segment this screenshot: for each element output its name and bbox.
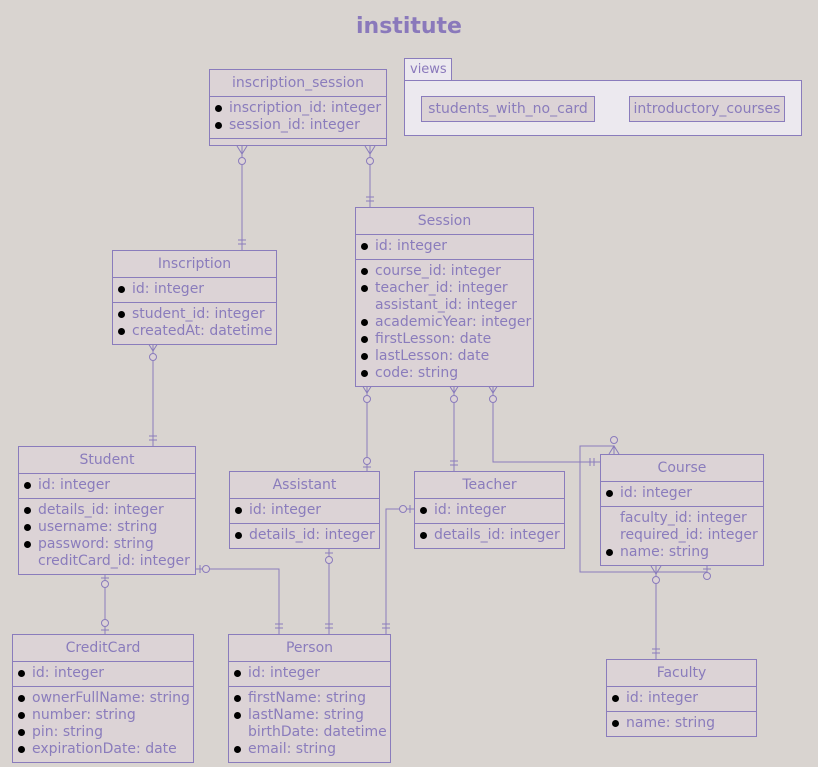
entity-name: Person: [285, 640, 334, 656]
entity-inscription: Inscription id: integer student_id: inte…: [112, 250, 277, 345]
entity-inscription-session: inscription_session inscription_id: inte…: [209, 69, 387, 146]
field: academicYear: integer: [356, 314, 533, 331]
rel-teacher-person: [385, 508, 414, 634]
rel-course-required: [579, 445, 708, 573]
entity-teacher: Teacher id: integer details_id: integer: [414, 471, 565, 549]
field: session_id: integer: [210, 117, 386, 134]
entity-student: Student id: integer details_id: integer …: [18, 446, 196, 575]
optional-circle: [610, 436, 618, 444]
optional-circle: [489, 395, 497, 403]
field: assistant_id: integer: [375, 297, 517, 313]
field: birthDate: datetime: [248, 724, 387, 740]
crow-foot: [448, 384, 460, 394]
view-introductory-courses: introductory_courses: [629, 96, 785, 122]
field: faculty_id: integer: [620, 510, 747, 526]
field: pin: string: [13, 724, 193, 741]
field: firstName: string: [229, 690, 390, 707]
optional-circle: [703, 572, 711, 580]
field: createdAt: datetime: [113, 323, 276, 340]
field: name: string: [601, 544, 763, 561]
field: lastLesson: date: [356, 348, 533, 365]
entity-name: Course: [657, 460, 707, 476]
field: code: string: [356, 365, 533, 382]
field: id: integer: [113, 281, 276, 298]
entity-name: CreditCard: [65, 640, 141, 656]
field: id: integer: [415, 502, 564, 519]
crow-foot: [236, 145, 248, 155]
optional-circle: [101, 619, 109, 627]
field: inscription_id: integer: [210, 100, 386, 117]
entity-assistant: Assistant id: integer details_id: intege…: [229, 471, 380, 549]
field: details_id: integer: [19, 502, 195, 519]
field: details_id: integer: [230, 527, 379, 544]
optional-circle: [399, 505, 407, 513]
entity-person: Person id: integer firstName: string las…: [228, 634, 391, 763]
field: firstLesson: date: [356, 331, 533, 348]
field: name: string: [607, 715, 756, 732]
optional-circle: [363, 395, 371, 403]
field: id: integer: [607, 690, 756, 707]
field: username: string: [19, 519, 195, 536]
field: ownerFullName: string: [13, 690, 193, 707]
optional-circle: [238, 157, 246, 165]
field: id: integer: [19, 477, 195, 494]
entity-session: Session id: integer course_id: integer t…: [355, 207, 534, 387]
crow-foot: [650, 565, 662, 575]
field: teacher_id: integer: [356, 280, 533, 297]
entity-name: Teacher: [462, 477, 517, 493]
field: number: string: [13, 707, 193, 724]
entity-name: Faculty: [656, 665, 707, 681]
optional-circle: [450, 395, 458, 403]
rel-session-course: [492, 385, 600, 463]
entity-course: Course id: integer faculty_id: integer r…: [600, 454, 764, 566]
field: required_id: integer: [620, 527, 758, 543]
field: id: integer: [13, 665, 193, 682]
optional-circle: [202, 565, 210, 573]
optional-circle: [325, 556, 333, 564]
optional-circle: [363, 457, 371, 465]
optional-circle: [149, 353, 157, 361]
optional-circle: [652, 576, 660, 584]
entity-creditcard: CreditCard id: integer ownerFullName: st…: [12, 634, 194, 763]
field: id: integer: [229, 665, 390, 682]
entity-name: Student: [79, 452, 135, 468]
field: expirationDate: date: [13, 741, 193, 758]
diagram-title: institute: [356, 14, 462, 39]
entity-name: Inscription: [157, 256, 232, 272]
optional-circle: [101, 580, 109, 588]
field: password: string: [19, 536, 195, 553]
field: id: integer: [601, 485, 763, 502]
entity-faculty: Faculty id: integer name: string: [606, 659, 757, 737]
optional-circle: [366, 157, 374, 165]
entity-name: Session: [417, 213, 472, 229]
crow-foot: [361, 384, 373, 394]
entity-name: inscription_session: [232, 75, 364, 91]
rel-student-person: [196, 568, 280, 634]
field: course_id: integer: [356, 263, 533, 280]
field: student_id: integer: [113, 306, 276, 323]
field: email: string: [229, 741, 390, 758]
field: lastName: string: [229, 707, 390, 724]
entity-name: Assistant: [272, 477, 337, 493]
crow-foot: [487, 384, 499, 394]
views-package-label: views: [404, 58, 452, 80]
field: details_id: integer: [415, 527, 564, 544]
crow-foot: [608, 445, 620, 455]
field: id: integer: [230, 502, 379, 519]
view-students-with-no-card: students_with_no_card: [421, 96, 595, 122]
crow-foot: [364, 145, 376, 155]
crow-foot: [147, 342, 159, 352]
field: id: integer: [356, 238, 533, 255]
field: creditCard_id: integer: [38, 553, 190, 569]
